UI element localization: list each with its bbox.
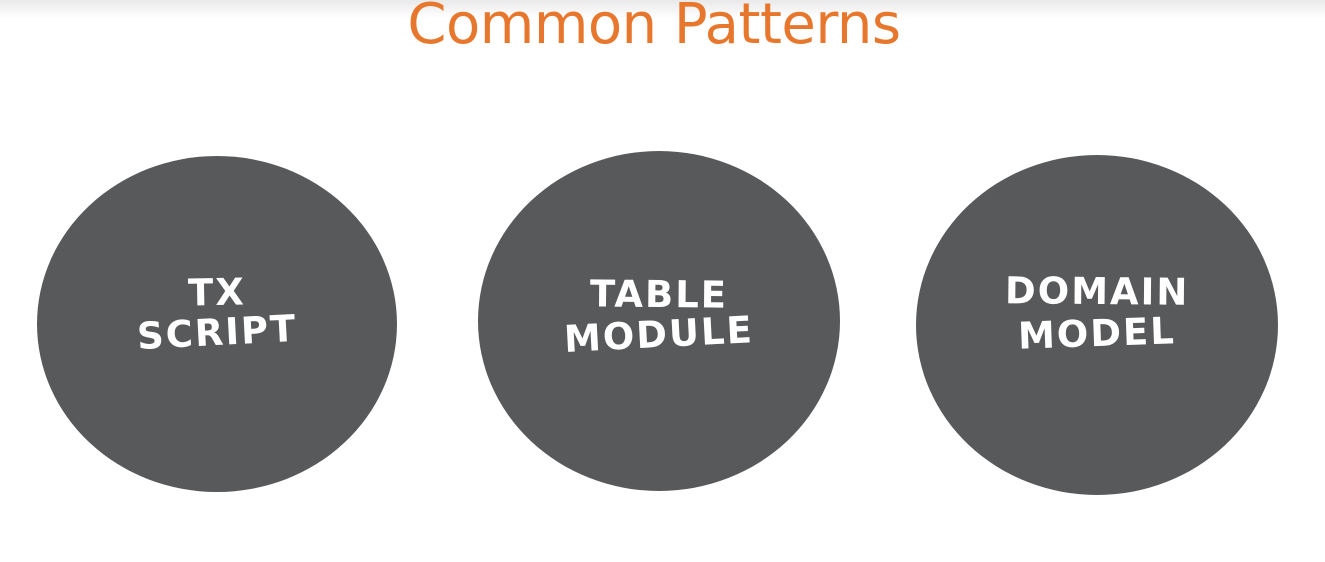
pattern-label-line-1: TX [187,270,247,315]
pattern-circle-table-module: TABLE MODULE [478,151,840,491]
slide-title: Common Patterns [407,0,901,57]
pattern-label-line-2: MODEL [1017,309,1177,358]
pattern-label-line-1: DOMAIN [1004,269,1190,314]
pattern-label-line-1: TABLE [589,272,729,317]
pattern-label-line-2: MODULE [563,308,755,361]
top-shade [0,0,1325,18]
pattern-label-line-2: SCRIPT [135,306,299,359]
pattern-circle-tx-script: TX SCRIPT [37,156,397,492]
pattern-circle-domain-model: DOMAIN MODEL [916,155,1278,495]
